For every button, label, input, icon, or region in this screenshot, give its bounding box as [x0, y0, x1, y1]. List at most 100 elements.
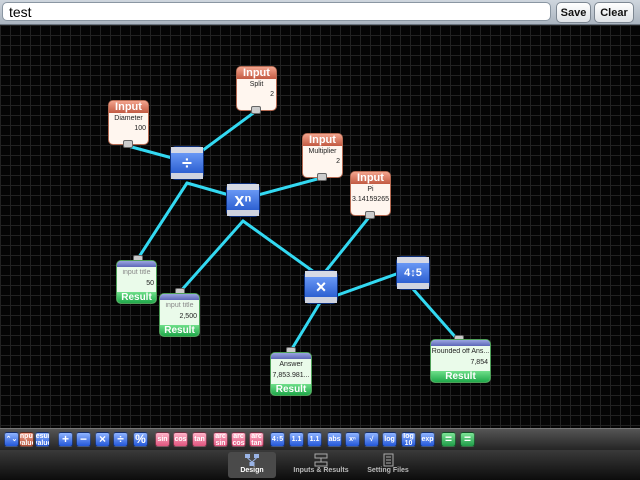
sin-tool[interactable]: sin	[155, 432, 170, 447]
wire-round-rounded	[411, 287, 460, 342]
input-node-name: Pi	[367, 186, 374, 193]
input-node-pi[interactable]: Input Pi 3.14159265	[350, 171, 391, 216]
log10-tool[interactable]: log 10	[401, 432, 416, 447]
arctan-tool[interactable]: arc tan	[249, 432, 264, 447]
result-node-value: 7,853.981...	[272, 372, 310, 379]
input-node-value: 2	[270, 91, 274, 98]
input-node-header: Input	[109, 101, 148, 113]
cos-tool[interactable]: cos	[173, 432, 188, 447]
node-band	[171, 147, 203, 153]
result-node-name: Rounded off Ans...	[431, 348, 490, 355]
input-node-name: Multiplier	[308, 148, 337, 155]
node-band	[397, 283, 429, 289]
round-operator-node[interactable]: 4↕5	[396, 256, 430, 290]
tab-design[interactable]: Design	[228, 452, 276, 478]
tab-setting-files[interactable]: Setting Files	[364, 452, 412, 478]
setting-files-icon	[383, 453, 394, 467]
result-node-1[interactable]: input title 50 Result	[116, 260, 157, 304]
result-node-footer: Result	[160, 325, 199, 336]
wire-divide-result1	[135, 181, 189, 262]
result-node-footer: Result	[431, 371, 490, 382]
wires	[126, 109, 460, 354]
log-tool[interactable]: log	[382, 432, 397, 447]
wire-power-multiply	[241, 219, 323, 279]
result-node-rounded[interactable]: Rounded off Ans... 7,854 Result	[430, 339, 491, 383]
result-node-value: 2,500	[179, 313, 197, 320]
node-band	[171, 173, 203, 179]
component-toolbar: ⌃⌄input valueresult value+−×÷%sincostana…	[0, 428, 640, 451]
output-port[interactable]	[123, 140, 133, 148]
result-node-answer[interactable]: Answer 7,853.981... Result	[270, 352, 312, 396]
divide-tool[interactable]: ÷	[113, 432, 128, 447]
result-node-value: 50	[146, 280, 154, 287]
wire-multiply-answer	[288, 299, 323, 354]
result-node-name: Answer	[279, 361, 303, 368]
input-node-header: Input	[303, 134, 342, 146]
exp-tool[interactable]: exp	[420, 432, 435, 447]
input-node-name: Split	[249, 81, 264, 88]
round-up-tool[interactable]: 1.1	[289, 432, 304, 447]
arcsin-tool[interactable]: arc sin	[213, 432, 228, 447]
result-node-name: input title	[165, 302, 194, 309]
result-node-name: input title	[122, 269, 151, 276]
result-value-tool[interactable]: result value	[35, 432, 50, 447]
node-band	[227, 210, 259, 216]
sqrt-tool[interactable]: √	[364, 432, 379, 447]
abs-tool[interactable]: abs	[327, 432, 342, 447]
top-bar: Save Clear	[0, 0, 640, 25]
save-button[interactable]: Save	[556, 2, 591, 23]
percent-tool[interactable]: %	[133, 432, 148, 447]
inputs-results-icon	[314, 453, 328, 467]
arccos-tool[interactable]: arc cos	[231, 432, 246, 447]
title-input[interactable]	[2, 2, 551, 21]
output-port[interactable]	[251, 106, 261, 114]
input-node-header: Input	[237, 67, 276, 79]
node-band	[227, 184, 259, 190]
input-node-value: 100	[134, 125, 146, 132]
round-icon: 4↕5	[404, 267, 422, 279]
input-node-diameter[interactable]: Input Diameter 100	[108, 100, 149, 145]
subtract-tool[interactable]: −	[76, 432, 91, 447]
divide-operator-node[interactable]: ÷	[170, 146, 204, 180]
design-canvas[interactable]: Input Diameter 100 Input Split 2 Input M…	[0, 25, 640, 428]
result-node-top	[271, 353, 311, 359]
result-node-value: 7,854	[470, 359, 488, 366]
multiply-icon: ×	[315, 276, 327, 297]
wire-pi-multiply	[319, 214, 372, 279]
equals-tool[interactable]: =	[441, 432, 456, 447]
tab-label: Setting Files	[367, 467, 409, 474]
result-node-2[interactable]: input title 2,500 Result	[159, 293, 200, 337]
tab-label: Inputs & Results	[293, 467, 349, 474]
equals-alt-tool[interactable]: =	[460, 432, 475, 447]
divide-icon: ÷	[182, 152, 192, 173]
clear-button[interactable]: Clear	[594, 2, 634, 23]
input-node-header: Input	[351, 172, 390, 184]
node-band	[305, 271, 337, 277]
result-node-top	[160, 294, 199, 300]
collapse-tool[interactable]: ⌃⌄	[4, 432, 19, 447]
input-node-multiplier[interactable]: Input Multiplier 2	[302, 133, 343, 178]
design-icon	[245, 454, 259, 466]
input-value-tool[interactable]: input value	[19, 432, 34, 447]
power-tool[interactable]: xⁿ	[345, 432, 360, 447]
round-down-tool[interactable]: 1.1	[307, 432, 322, 447]
round-tool[interactable]: 4↕5	[270, 432, 285, 447]
result-node-top	[117, 261, 156, 267]
result-node-top	[431, 340, 490, 346]
node-band	[397, 257, 429, 263]
add-tool[interactable]: +	[58, 432, 73, 447]
input-node-split[interactable]: Input Split 2	[236, 66, 277, 111]
multiply-operator-node[interactable]: ×	[304, 270, 338, 304]
tan-tool[interactable]: tan	[192, 432, 207, 447]
tab-inputs-results[interactable]: Inputs & Results	[292, 452, 350, 478]
multiply-tool[interactable]: ×	[95, 432, 110, 447]
tab-label: Design	[240, 467, 264, 474]
power-operator-node[interactable]: xⁿ	[226, 183, 260, 217]
result-node-footer: Result	[271, 384, 311, 395]
power-icon: xⁿ	[234, 189, 252, 210]
input-node-value: 2	[336, 158, 340, 165]
output-port[interactable]	[317, 173, 327, 181]
input-node-name: Diameter	[114, 115, 143, 122]
node-band	[305, 297, 337, 303]
output-port[interactable]	[365, 211, 375, 219]
